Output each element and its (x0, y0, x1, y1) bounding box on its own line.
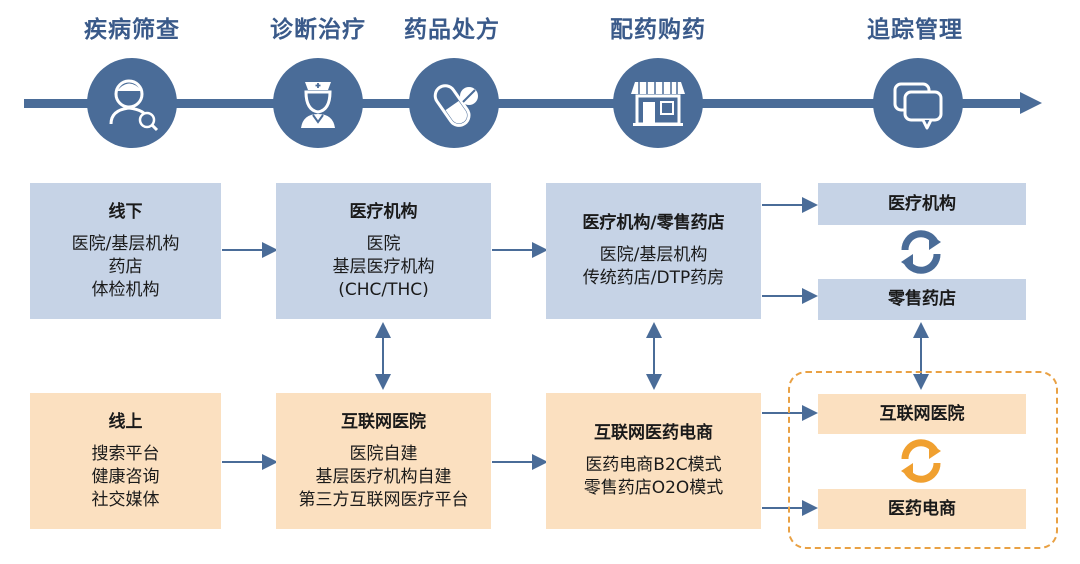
refresh-cycle-icon (901, 230, 941, 274)
stage-title-dispensing: 配药购药 (610, 17, 706, 43)
online-source-line: 健康咨询 (91, 466, 160, 487)
nurse-icon (301, 82, 335, 128)
online-cycle-icon (891, 431, 951, 495)
online-source-title: 线上 (108, 411, 143, 432)
offline-track-top-box: 医疗机构 (818, 183, 1026, 225)
offline-source-box: 线下 医院/基层机构 药店 体检机构 (30, 183, 221, 319)
offline-track-bottom-label: 零售药店 (888, 289, 956, 309)
refresh-cycle-icon (901, 439, 941, 483)
timeline-arrowhead (1020, 92, 1042, 114)
offline-medical-box: 医疗机构 医院 基层医疗机构 (CHC/THC) (276, 183, 491, 319)
online-track-top-label: 互联网医院 (879, 403, 965, 424)
stage-title-tracking: 追踪管理 (867, 17, 963, 43)
online-tracking-group (788, 371, 1058, 549)
stage-title-prescription: 药品处方 (404, 17, 500, 43)
stage-circle-diagnosis (273, 58, 363, 148)
online-medical-line: 基层医疗机构自建 (315, 466, 452, 487)
timeline-line (24, 99, 1024, 108)
stage-circle-tracking (873, 58, 963, 148)
offline-medical-line: 医院 (366, 233, 401, 254)
stage-circle-dispensing (613, 58, 703, 148)
doctor-search-icon (109, 79, 159, 132)
offline-dispense-line: 传统药店/DTP药房 (582, 268, 725, 288)
online-dispense-title: 互联网医药电商 (594, 423, 713, 443)
online-dispense-line: 零售药店O2O模式 (583, 478, 724, 498)
online-medical-box: 互联网医院 医院自建 基层医疗机构自建 第三方互联网医疗平台 (276, 393, 491, 529)
offline-track-bottom-box: 零售药店 (818, 279, 1026, 320)
offline-dispense-box: 医疗机构/零售药店 医院/基层机构 传统药店/DTP药房 (546, 183, 761, 319)
online-source-line: 社交媒体 (91, 489, 160, 510)
online-dispense-box: 互联网医药电商 医药电商B2C模式 零售药店O2O模式 (546, 393, 761, 529)
chat-bubbles-icon (893, 82, 943, 130)
online-track-bottom-label: 医药电商 (888, 498, 956, 519)
online-medical-line: 第三方互联网医疗平台 (298, 489, 469, 510)
offline-medical-line: (CHC/THC) (338, 279, 429, 300)
stage-circle-screening (87, 58, 177, 148)
stage-title-screening: 疾病筛查 (84, 17, 180, 43)
online-track-top-box: 互联网医院 (818, 394, 1026, 434)
offline-dispense-title: 医疗机构/零售药店 (582, 213, 725, 233)
offline-cycle-icon (891, 222, 951, 286)
offline-source-line: 体检机构 (91, 279, 160, 300)
online-track-bottom-box: 医药电商 (818, 489, 1026, 529)
offline-medical-title: 医疗机构 (349, 201, 418, 222)
pill-icon (433, 84, 478, 127)
offline-source-line: 医院/基层机构 (71, 233, 180, 254)
offline-track-top-label: 医疗机构 (888, 193, 956, 214)
offline-dispense-line: 医院/基层机构 (599, 245, 708, 265)
stage-title-diagnosis: 诊断治疗 (270, 17, 366, 43)
store-icon (631, 82, 685, 126)
offline-source-line: 药店 (108, 256, 143, 277)
online-source-box: 线上 搜索平台 健康咨询 社交媒体 (30, 393, 221, 529)
offline-source-title: 线下 (108, 201, 143, 222)
online-dispense-line: 医药电商B2C模式 (585, 455, 722, 475)
online-source-line: 搜索平台 (91, 443, 160, 464)
online-medical-line: 医院自建 (349, 443, 418, 464)
offline-medical-line: 基层医疗机构 (332, 256, 435, 277)
online-medical-title: 互联网医院 (341, 411, 426, 432)
stage-circle-prescription (409, 58, 499, 148)
